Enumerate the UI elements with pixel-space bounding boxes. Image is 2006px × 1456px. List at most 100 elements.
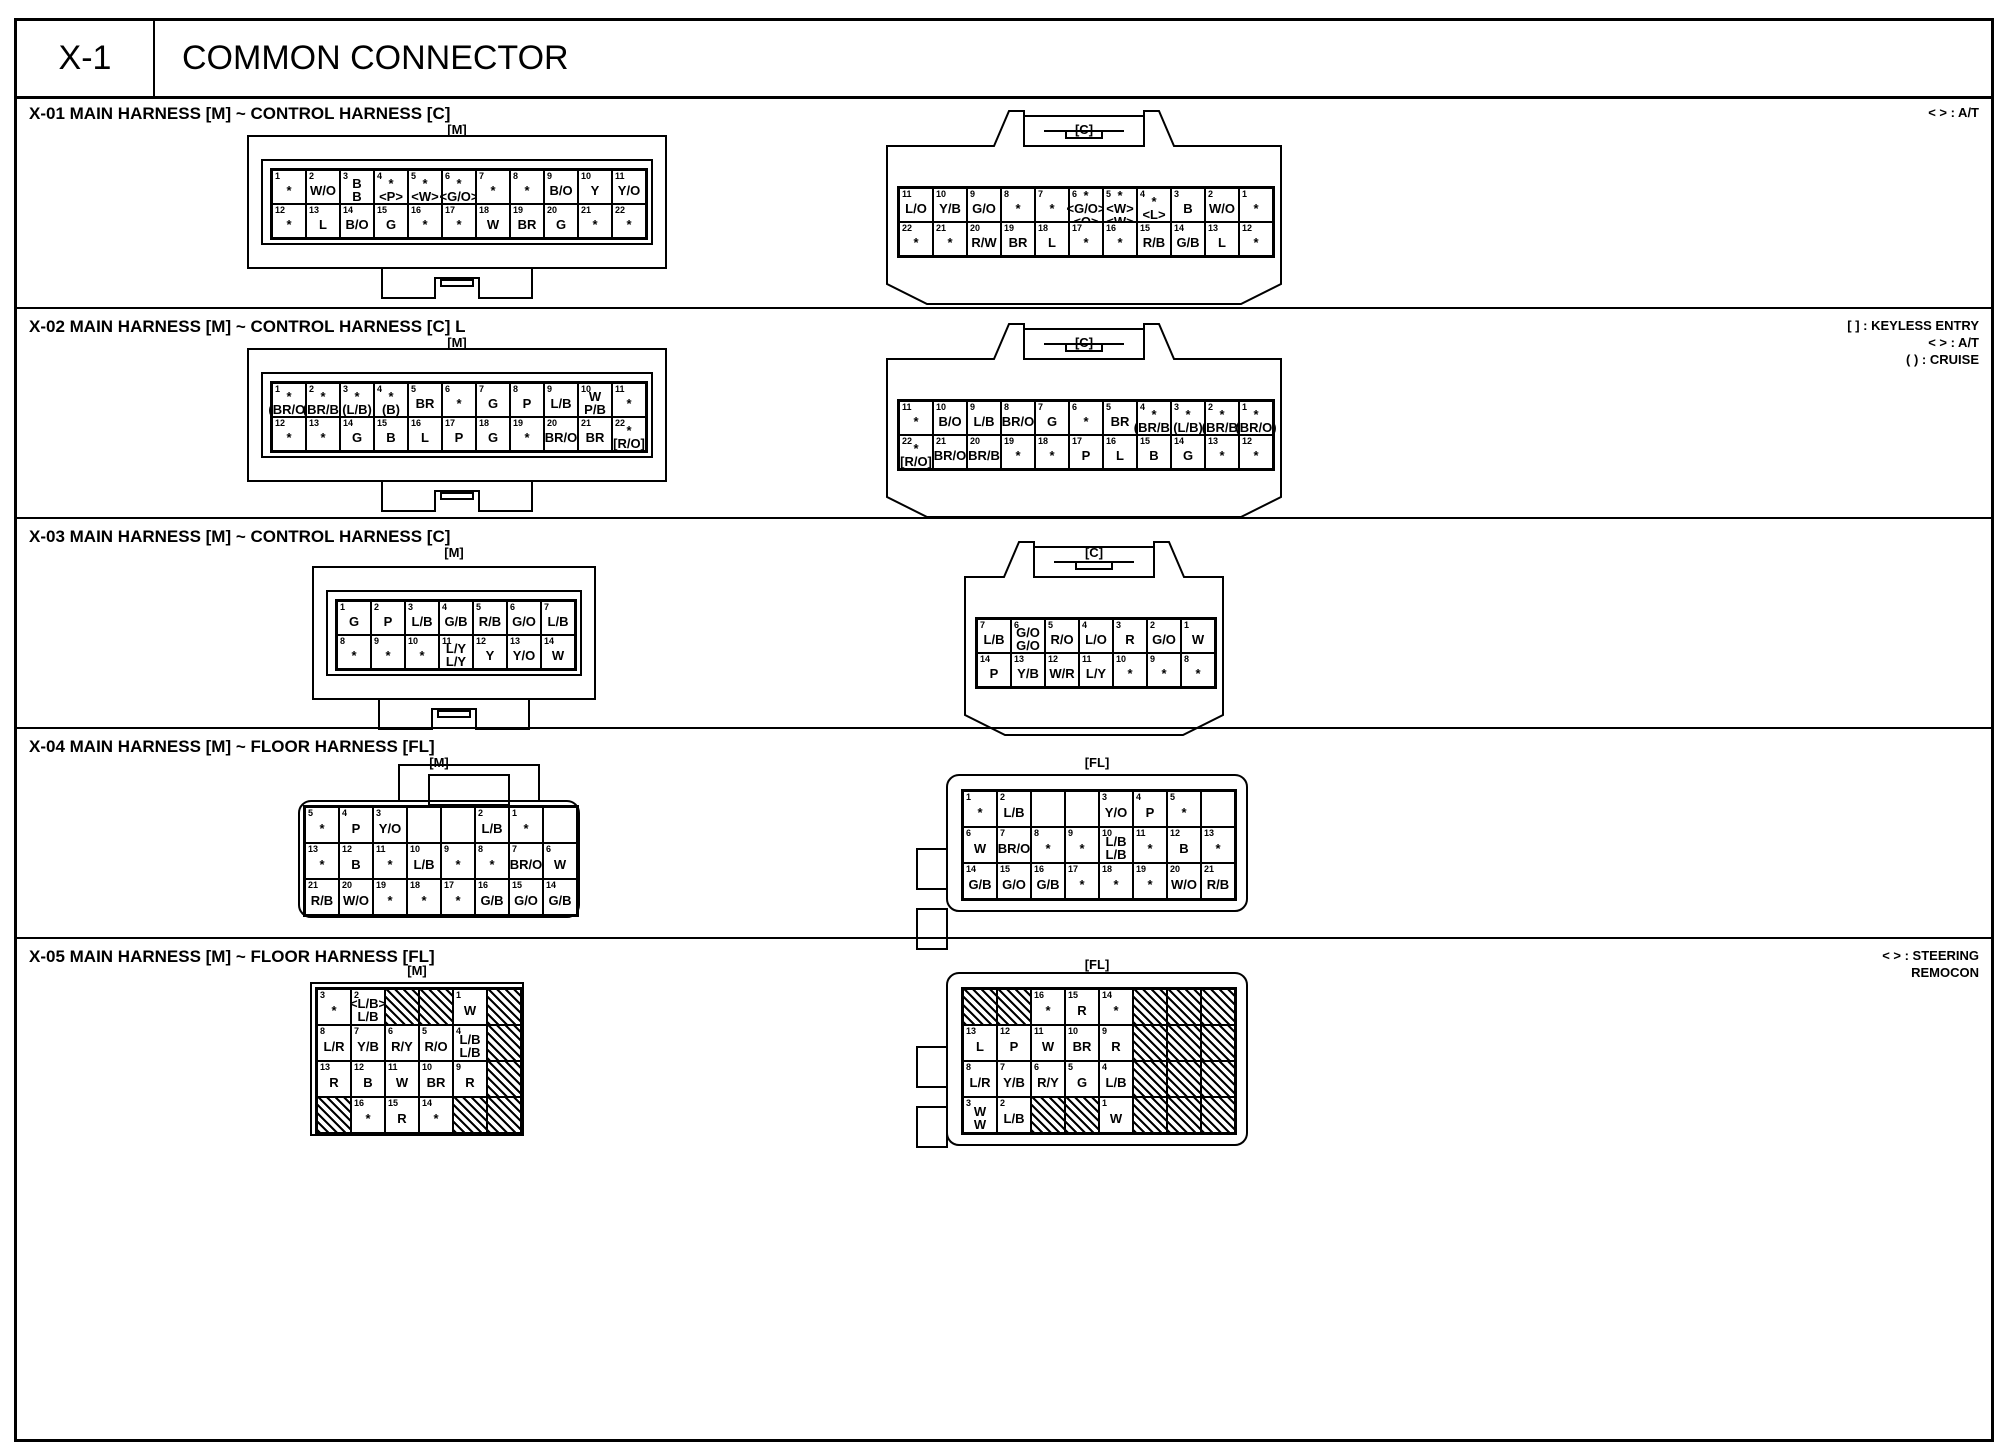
pin-number: 11 bbox=[902, 402, 912, 412]
pin-number: 14 bbox=[966, 864, 977, 874]
pin-number: 16 bbox=[354, 1098, 365, 1108]
connector-housing bbox=[310, 982, 524, 1136]
pin-cell: 19* bbox=[373, 879, 407, 915]
wire-color: L/Y L/Y bbox=[445, 641, 467, 669]
wire-color: W bbox=[1109, 1110, 1123, 1126]
pin-cell: 6* <G/O> <O> bbox=[1066, 188, 1106, 228]
section-title: X-01 MAIN HARNESS [M] ~ CONTROL HARNESS … bbox=[29, 104, 451, 123]
pin-cell: 14* bbox=[1099, 989, 1133, 1025]
pin-cell: 11* bbox=[1133, 827, 1167, 863]
pin-cell: 4* <L> bbox=[1137, 188, 1171, 222]
pin-number: 1 bbox=[275, 171, 281, 181]
connector-housing bbox=[298, 764, 580, 918]
wire-color: L/B bbox=[1105, 1074, 1127, 1090]
pin-blank bbox=[453, 1097, 487, 1133]
wire-color: W/O bbox=[1209, 200, 1235, 216]
pin-number: 20 bbox=[547, 205, 558, 215]
pin-cell: 19* bbox=[510, 417, 544, 451]
pin-blank bbox=[1167, 1025, 1201, 1061]
wire-color: G bbox=[487, 395, 499, 411]
pin-number: 8 bbox=[320, 1026, 326, 1036]
pin-number: 14 bbox=[1174, 223, 1185, 233]
wire-color: L bbox=[319, 216, 327, 232]
pin-blank bbox=[543, 807, 577, 843]
pin-cell: 21* bbox=[578, 204, 612, 238]
pin-number: 16 bbox=[411, 205, 422, 215]
wire-color: W bbox=[553, 856, 567, 872]
pin-number: 2 bbox=[354, 990, 360, 1000]
pin-number: 9 bbox=[1150, 654, 1156, 664]
wire-color: B bbox=[1183, 200, 1193, 216]
pin-number: 11 bbox=[388, 1062, 398, 1072]
pin-number: 15 bbox=[512, 880, 523, 890]
wire-color: G/B bbox=[968, 876, 992, 892]
pin-cell: 18* bbox=[1099, 863, 1133, 899]
wire-color: B/O bbox=[938, 413, 962, 429]
pin-number: 2 bbox=[478, 808, 484, 818]
pin-number: 15 bbox=[1068, 990, 1079, 1000]
pin-number: 10 bbox=[581, 384, 592, 394]
wire-color: * bbox=[524, 429, 530, 445]
pin-number: 3 bbox=[320, 990, 326, 1000]
section-x01: X-01 MAIN HARNESS [M] ~ CONTROL HARNESS … bbox=[17, 96, 1991, 309]
wire-color: * bbox=[286, 429, 292, 445]
wire-color: BR/O bbox=[933, 447, 967, 463]
wire-color: * bbox=[1127, 665, 1133, 681]
wire-color: * bbox=[456, 395, 462, 411]
pin-number: 5 bbox=[1106, 189, 1112, 199]
pin-cell: 6* bbox=[442, 383, 476, 417]
pin-number: 18 bbox=[1038, 436, 1049, 446]
section-x04: X-04 MAIN HARNESS [M] ~ FLOOR HARNESS [F… bbox=[17, 729, 1991, 950]
wire-color: R/Y bbox=[391, 1038, 413, 1054]
wire-color: L/B bbox=[1003, 804, 1025, 820]
pin-cell: 13* bbox=[306, 417, 340, 451]
pin-number: 19 bbox=[1004, 223, 1015, 233]
pin-number: 6 bbox=[388, 1026, 394, 1036]
wire-color: BR bbox=[415, 395, 435, 411]
pin-blank bbox=[1167, 1061, 1201, 1097]
wire-color: G/B bbox=[444, 613, 468, 629]
wire-color: * bbox=[320, 429, 326, 445]
diagram-frame: X-1 COMMON CONNECTOR X-01 MAIN HARNESS [… bbox=[14, 18, 1994, 1442]
wire-color: * bbox=[490, 182, 496, 198]
wire-color: BR bbox=[1110, 413, 1130, 429]
pin-number: 6 bbox=[445, 384, 451, 394]
wire-color: R/Y bbox=[1037, 1074, 1059, 1090]
wire-color: * bbox=[385, 647, 391, 663]
pin-number: 7 bbox=[544, 602, 550, 612]
pin-number: 12 bbox=[275, 418, 286, 428]
pin-number: 10 bbox=[936, 402, 947, 412]
pin-number: 19 bbox=[1004, 436, 1015, 446]
legend-entry: ( ) : CRUISE bbox=[1906, 352, 1979, 367]
pin-number: 21 bbox=[581, 418, 592, 428]
wire-color: * bbox=[1049, 447, 1055, 463]
wire-color: * bbox=[319, 820, 325, 836]
pin-cell: 6* bbox=[1069, 401, 1103, 435]
pin-cell: 13* bbox=[1205, 435, 1239, 469]
connector-label: [C] bbox=[1074, 122, 1094, 137]
